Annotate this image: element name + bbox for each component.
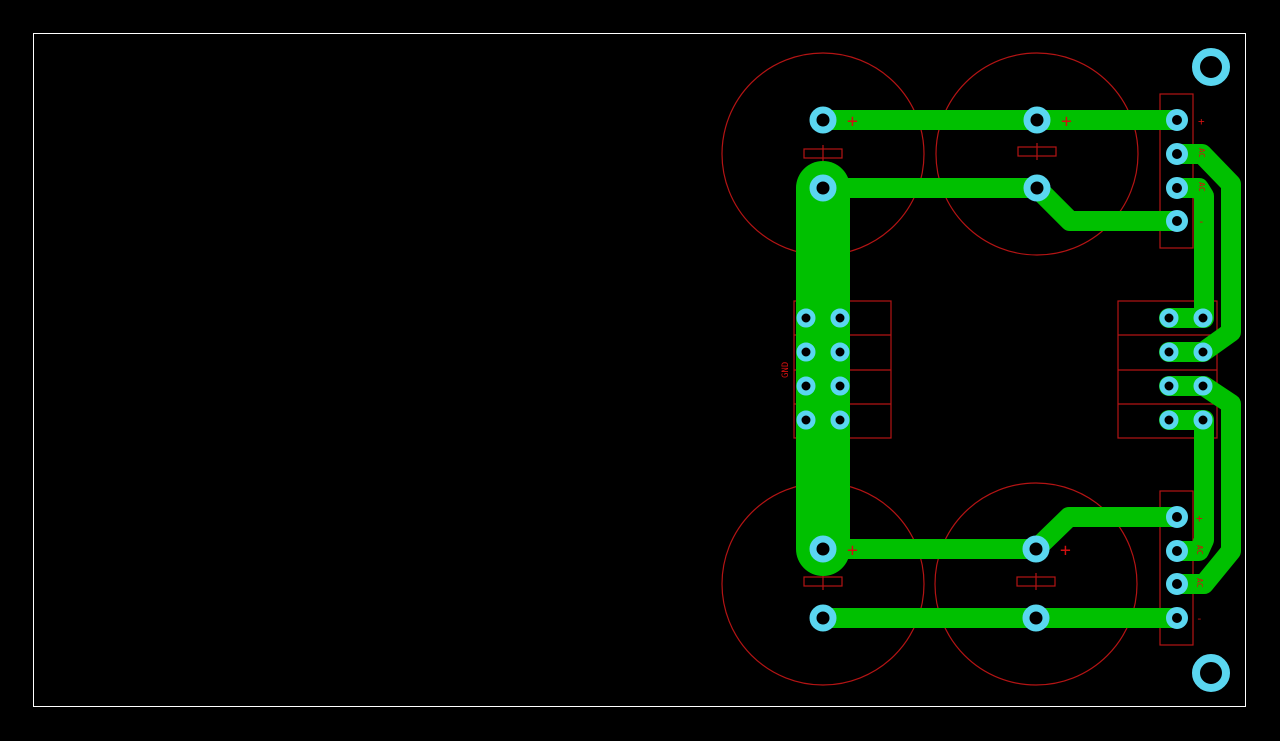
- pad: [796, 342, 816, 362]
- pad: [1166, 143, 1188, 165]
- pad: [830, 342, 850, 362]
- pad: [1193, 308, 1213, 328]
- pads: [796, 48, 1230, 692]
- pad: [1166, 210, 1188, 232]
- copper-traces: [796, 110, 1241, 628]
- connector-pads: [1166, 109, 1188, 629]
- connector-outline-top: [1159, 93, 1194, 249]
- connector-top-ac-label: AC: [1197, 182, 1206, 192]
- pad: [830, 410, 850, 430]
- pad: [1166, 540, 1188, 562]
- terminal-block-right-outline: [1117, 300, 1218, 439]
- connector-bottom-plus-label: +: [1196, 512, 1203, 525]
- pad: [809, 604, 837, 632]
- silkscreen-labels: + + + + + AC AC - + AC AC - GND: [781, 111, 1206, 625]
- capacitor-plus-label: +: [1061, 111, 1072, 132]
- pad: [796, 376, 816, 396]
- trace-ac-top-inner: [1159, 178, 1214, 328]
- pad: [1159, 308, 1179, 328]
- pad: [1159, 342, 1179, 362]
- pad: [1159, 410, 1179, 430]
- pad: [1193, 342, 1213, 362]
- pad: [1022, 604, 1050, 632]
- board-outline: [33, 33, 1246, 707]
- trace-top-negative: [813, 178, 1187, 231]
- trace-ac-bottom-inner: [1159, 410, 1214, 561]
- connector-top-plus-label: +: [1198, 115, 1205, 128]
- capacitor-plus-label: +: [1060, 540, 1071, 561]
- connector-bottom-ac-label: AC: [1195, 578, 1204, 588]
- pad: [809, 106, 837, 134]
- mounting-hole-top: [1192, 48, 1230, 86]
- pad: [1166, 506, 1188, 528]
- pad: [830, 376, 850, 396]
- pad: [1022, 535, 1050, 563]
- capacitor-pads: [809, 106, 1051, 632]
- capacitor-plus-label: +: [847, 111, 858, 132]
- mounting-hole-bottom: [1192, 654, 1230, 692]
- terminal-block-pads: [796, 308, 1213, 430]
- capacitor-outline-top-right: [935, 52, 1139, 256]
- pad: [1023, 174, 1051, 202]
- pad: [1023, 106, 1051, 134]
- connector-outline-bottom: [1159, 490, 1194, 646]
- pad: [809, 174, 837, 202]
- pad: [1166, 177, 1188, 199]
- gnd-label: GND: [781, 362, 791, 378]
- capacitor-plus-label: +: [847, 540, 858, 561]
- pad: [1159, 376, 1179, 396]
- pad: [796, 410, 816, 430]
- connector-bottom-ac-label: AC: [1195, 545, 1204, 555]
- pad: [1193, 376, 1213, 396]
- capacitor-silkscreen: [721, 52, 1218, 686]
- pad: [796, 308, 816, 328]
- pad: [809, 535, 837, 563]
- pad: [1193, 410, 1213, 430]
- connector-top-ac-label: AC: [1197, 148, 1206, 158]
- pad: [1166, 607, 1188, 629]
- connector-top-minus-label: -: [1198, 215, 1205, 228]
- capacitor-outline-bottom-right: [934, 482, 1138, 686]
- pad: [1166, 573, 1188, 595]
- trace-bottom-positive: [813, 507, 1187, 559]
- pad: [830, 308, 850, 328]
- connector-bottom-minus-label: -: [1196, 612, 1203, 625]
- pad: [1166, 109, 1188, 131]
